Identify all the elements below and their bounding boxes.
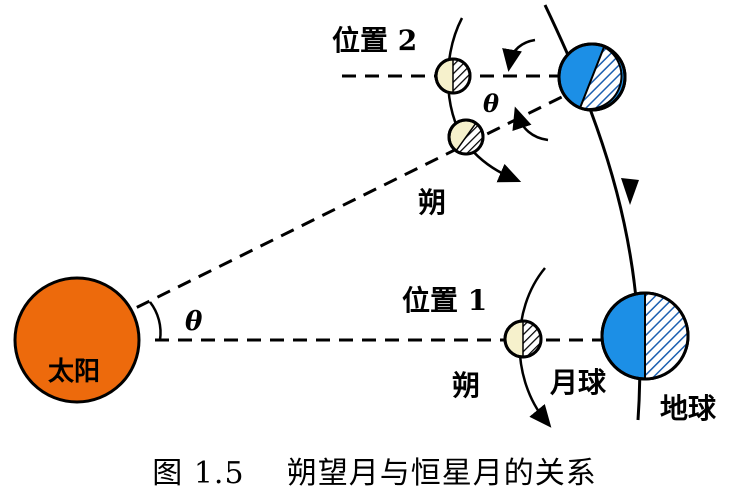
- position-1-label: 位置 1: [402, 284, 487, 317]
- moon-position-1: [503, 319, 543, 359]
- earth-orbit-arrow: [621, 178, 639, 205]
- earth-position-1: [600, 291, 690, 381]
- new-moon-label-bottom: 朔: [452, 369, 480, 402]
- earth-label: 地球: [660, 392, 717, 425]
- sun-label: 太阳: [48, 357, 100, 387]
- earth-position-2: [557, 42, 627, 112]
- sun-angle-arc: [148, 301, 162, 341]
- moon-position-2: [434, 57, 472, 95]
- figure-caption: 图 1.5 朔望月与恒星月的关系: [0, 448, 749, 492]
- moon-orbit-2-tail: [469, 147, 522, 183]
- sun: [13, 276, 141, 404]
- rotation-arrow-top: [502, 38, 536, 72]
- figure-number: 图 1.5: [152, 456, 245, 491]
- moon-new-moon-2: [447, 118, 485, 156]
- orbit-diagram: 位置 2 位置 1 朔 朔 月球 地球 太阳 θ θ: [13, 4, 717, 428]
- theta-label-bottom: θ: [185, 307, 203, 337]
- sun-earth-line-2: [74, 80, 593, 340]
- figure-title: 朔望月与恒星月的关系: [286, 456, 597, 491]
- rotation-arrow-bottom: [512, 106, 549, 142]
- theta-label-top: θ: [483, 89, 499, 118]
- new-moon-label-top: 朔: [418, 186, 446, 219]
- position-2-label: 位置 2: [332, 24, 417, 57]
- moon-label: 月球: [549, 366, 607, 399]
